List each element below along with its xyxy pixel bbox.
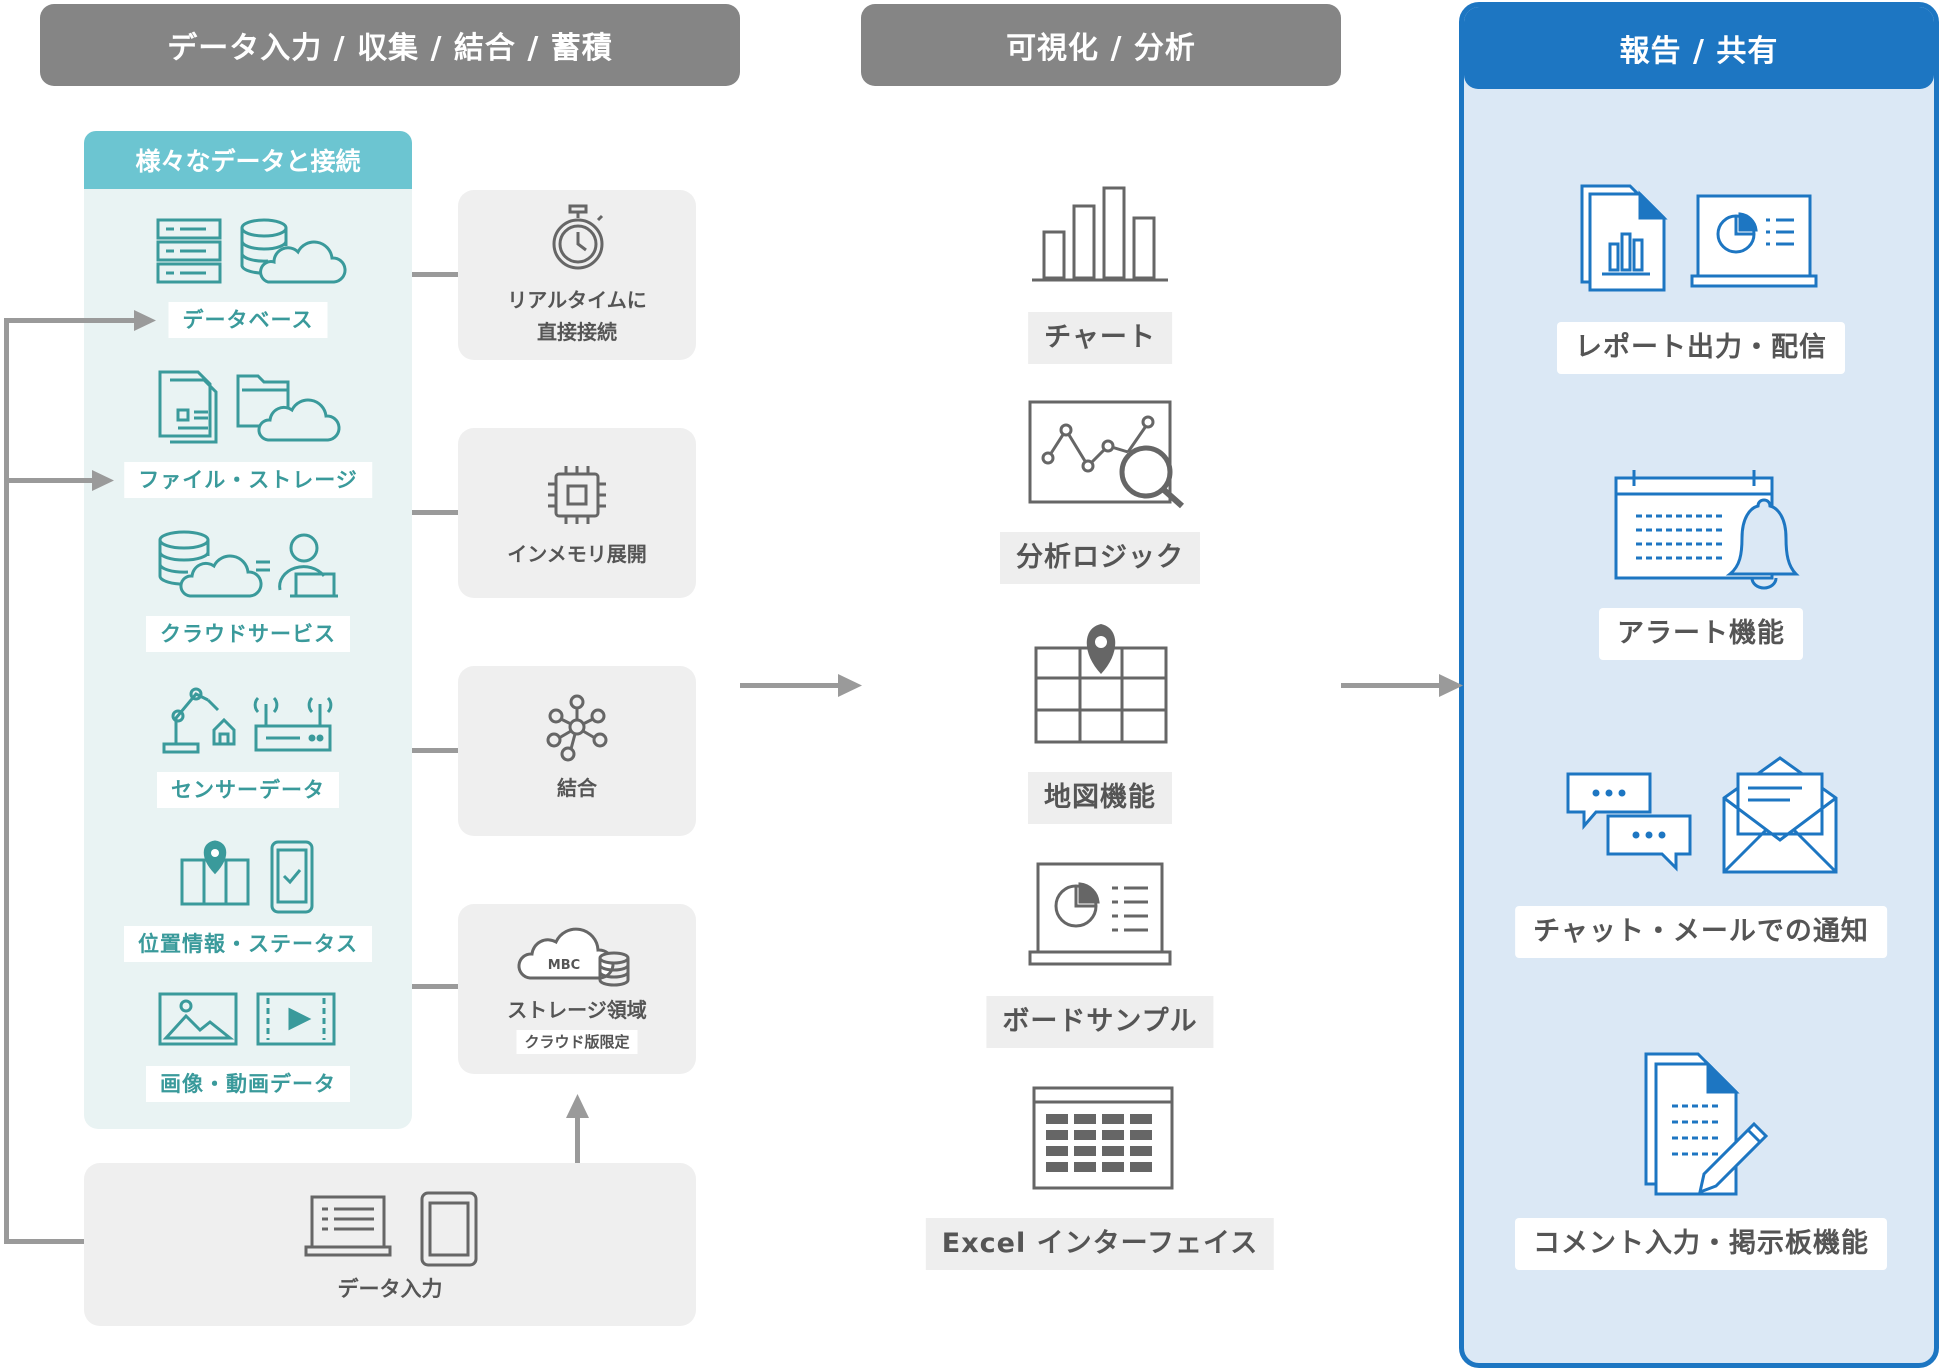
map-icon — [1034, 624, 1168, 744]
network-icon — [546, 694, 608, 762]
spreadsheet-icon — [1032, 1086, 1174, 1190]
data-sources-title: 様々なデータと接続 — [84, 131, 412, 189]
flow-line — [740, 683, 842, 688]
report-column-header: 報告 / 共有 — [1464, 7, 1934, 89]
arrow-head-icon — [134, 310, 156, 331]
feedback-line-file — [4, 478, 92, 483]
arrow-head-icon — [92, 470, 114, 491]
visualization-label: Excel インターフェイス — [925, 1218, 1275, 1270]
feedback-line-database — [4, 318, 134, 323]
data-entry-label: データ入力 — [337, 1277, 443, 1301]
data-source-label: クラウドサービス — [146, 616, 350, 652]
data-source-label: 位置情報・ステータス — [124, 926, 372, 962]
feedback-line-bottom — [4, 1239, 86, 1244]
reporting-label: コメント入力・掲示板機能 — [1515, 1218, 1887, 1270]
data-source-label: データベース — [168, 302, 328, 338]
cloud-service-icon — [158, 530, 338, 598]
storage-icon-text: MBC — [548, 958, 580, 973]
reporting-label: アラート機能 — [1599, 608, 1803, 660]
reporting-label: チャット・メールでの通知 — [1515, 906, 1887, 958]
data-entry-card: データ入力 — [84, 1163, 696, 1326]
reporting-label: レポート出力・配信 — [1557, 322, 1845, 374]
data-source-label: 画像・動画データ — [146, 1066, 350, 1102]
feature-card-realtime: リアルタイムに 直接接続 — [458, 190, 696, 360]
alert-icon — [1614, 470, 1800, 590]
sensor-icon — [162, 687, 333, 754]
storage-label: ストレージ領域 — [507, 998, 647, 1022]
bar-chart-icon — [1032, 186, 1168, 282]
connector-line — [412, 748, 458, 753]
data-source-label: ファイル・ストレージ — [124, 462, 372, 498]
feature-card-inmemory: インメモリ展開 — [458, 428, 696, 598]
image-video-icon — [158, 992, 336, 1046]
cloud-storage-icon: MBC — [517, 927, 630, 987]
arrow-up-icon — [566, 1094, 589, 1118]
arrow-right-icon — [1439, 674, 1463, 697]
upload-line — [575, 1116, 580, 1172]
file-folder-icon — [158, 370, 341, 444]
inmemory-label: インメモリ展開 — [507, 542, 647, 566]
database-cloud-icon — [156, 218, 347, 284]
location-status-icon — [180, 840, 314, 914]
connector-line — [412, 272, 458, 277]
realtime-label-line2: 直接接続 — [537, 320, 617, 344]
laptop-tablet-icon — [304, 1191, 478, 1267]
stopwatch-icon — [552, 204, 604, 270]
storage-tag: クラウド版限定 — [516, 1030, 638, 1054]
chat-mail-icon — [1566, 756, 1838, 874]
data-source-label: センサーデータ — [157, 772, 339, 808]
board-icon — [1028, 862, 1172, 966]
visualization-label: 分析ロジック — [1000, 532, 1200, 584]
flow-line — [1341, 683, 1443, 688]
join-label: 結合 — [557, 776, 597, 800]
visualization-label: チャート — [1028, 312, 1172, 364]
connector-line — [412, 510, 458, 515]
chip-icon — [548, 466, 606, 524]
feature-card-join: 結合 — [458, 666, 696, 836]
visualize-column-header: 可視化 / 分析 — [861, 4, 1341, 86]
report-icon — [1580, 184, 1818, 292]
feature-card-storage: MBC ストレージ領域 クラウド版限定 — [458, 904, 696, 1074]
analysis-icon — [1028, 400, 1184, 509]
input-column-header: データ入力 / 収集 / 結合 / 蓄積 — [40, 4, 740, 86]
comment-icon — [1644, 1052, 1769, 1196]
arrow-right-icon — [838, 674, 862, 697]
visualization-label: ボードサンプル — [986, 996, 1214, 1048]
visualization-label: 地図機能 — [1028, 772, 1172, 824]
realtime-label-line1: リアルタイムに — [507, 288, 647, 312]
feedback-line-vertical — [4, 318, 9, 1244]
connector-line — [412, 984, 458, 989]
